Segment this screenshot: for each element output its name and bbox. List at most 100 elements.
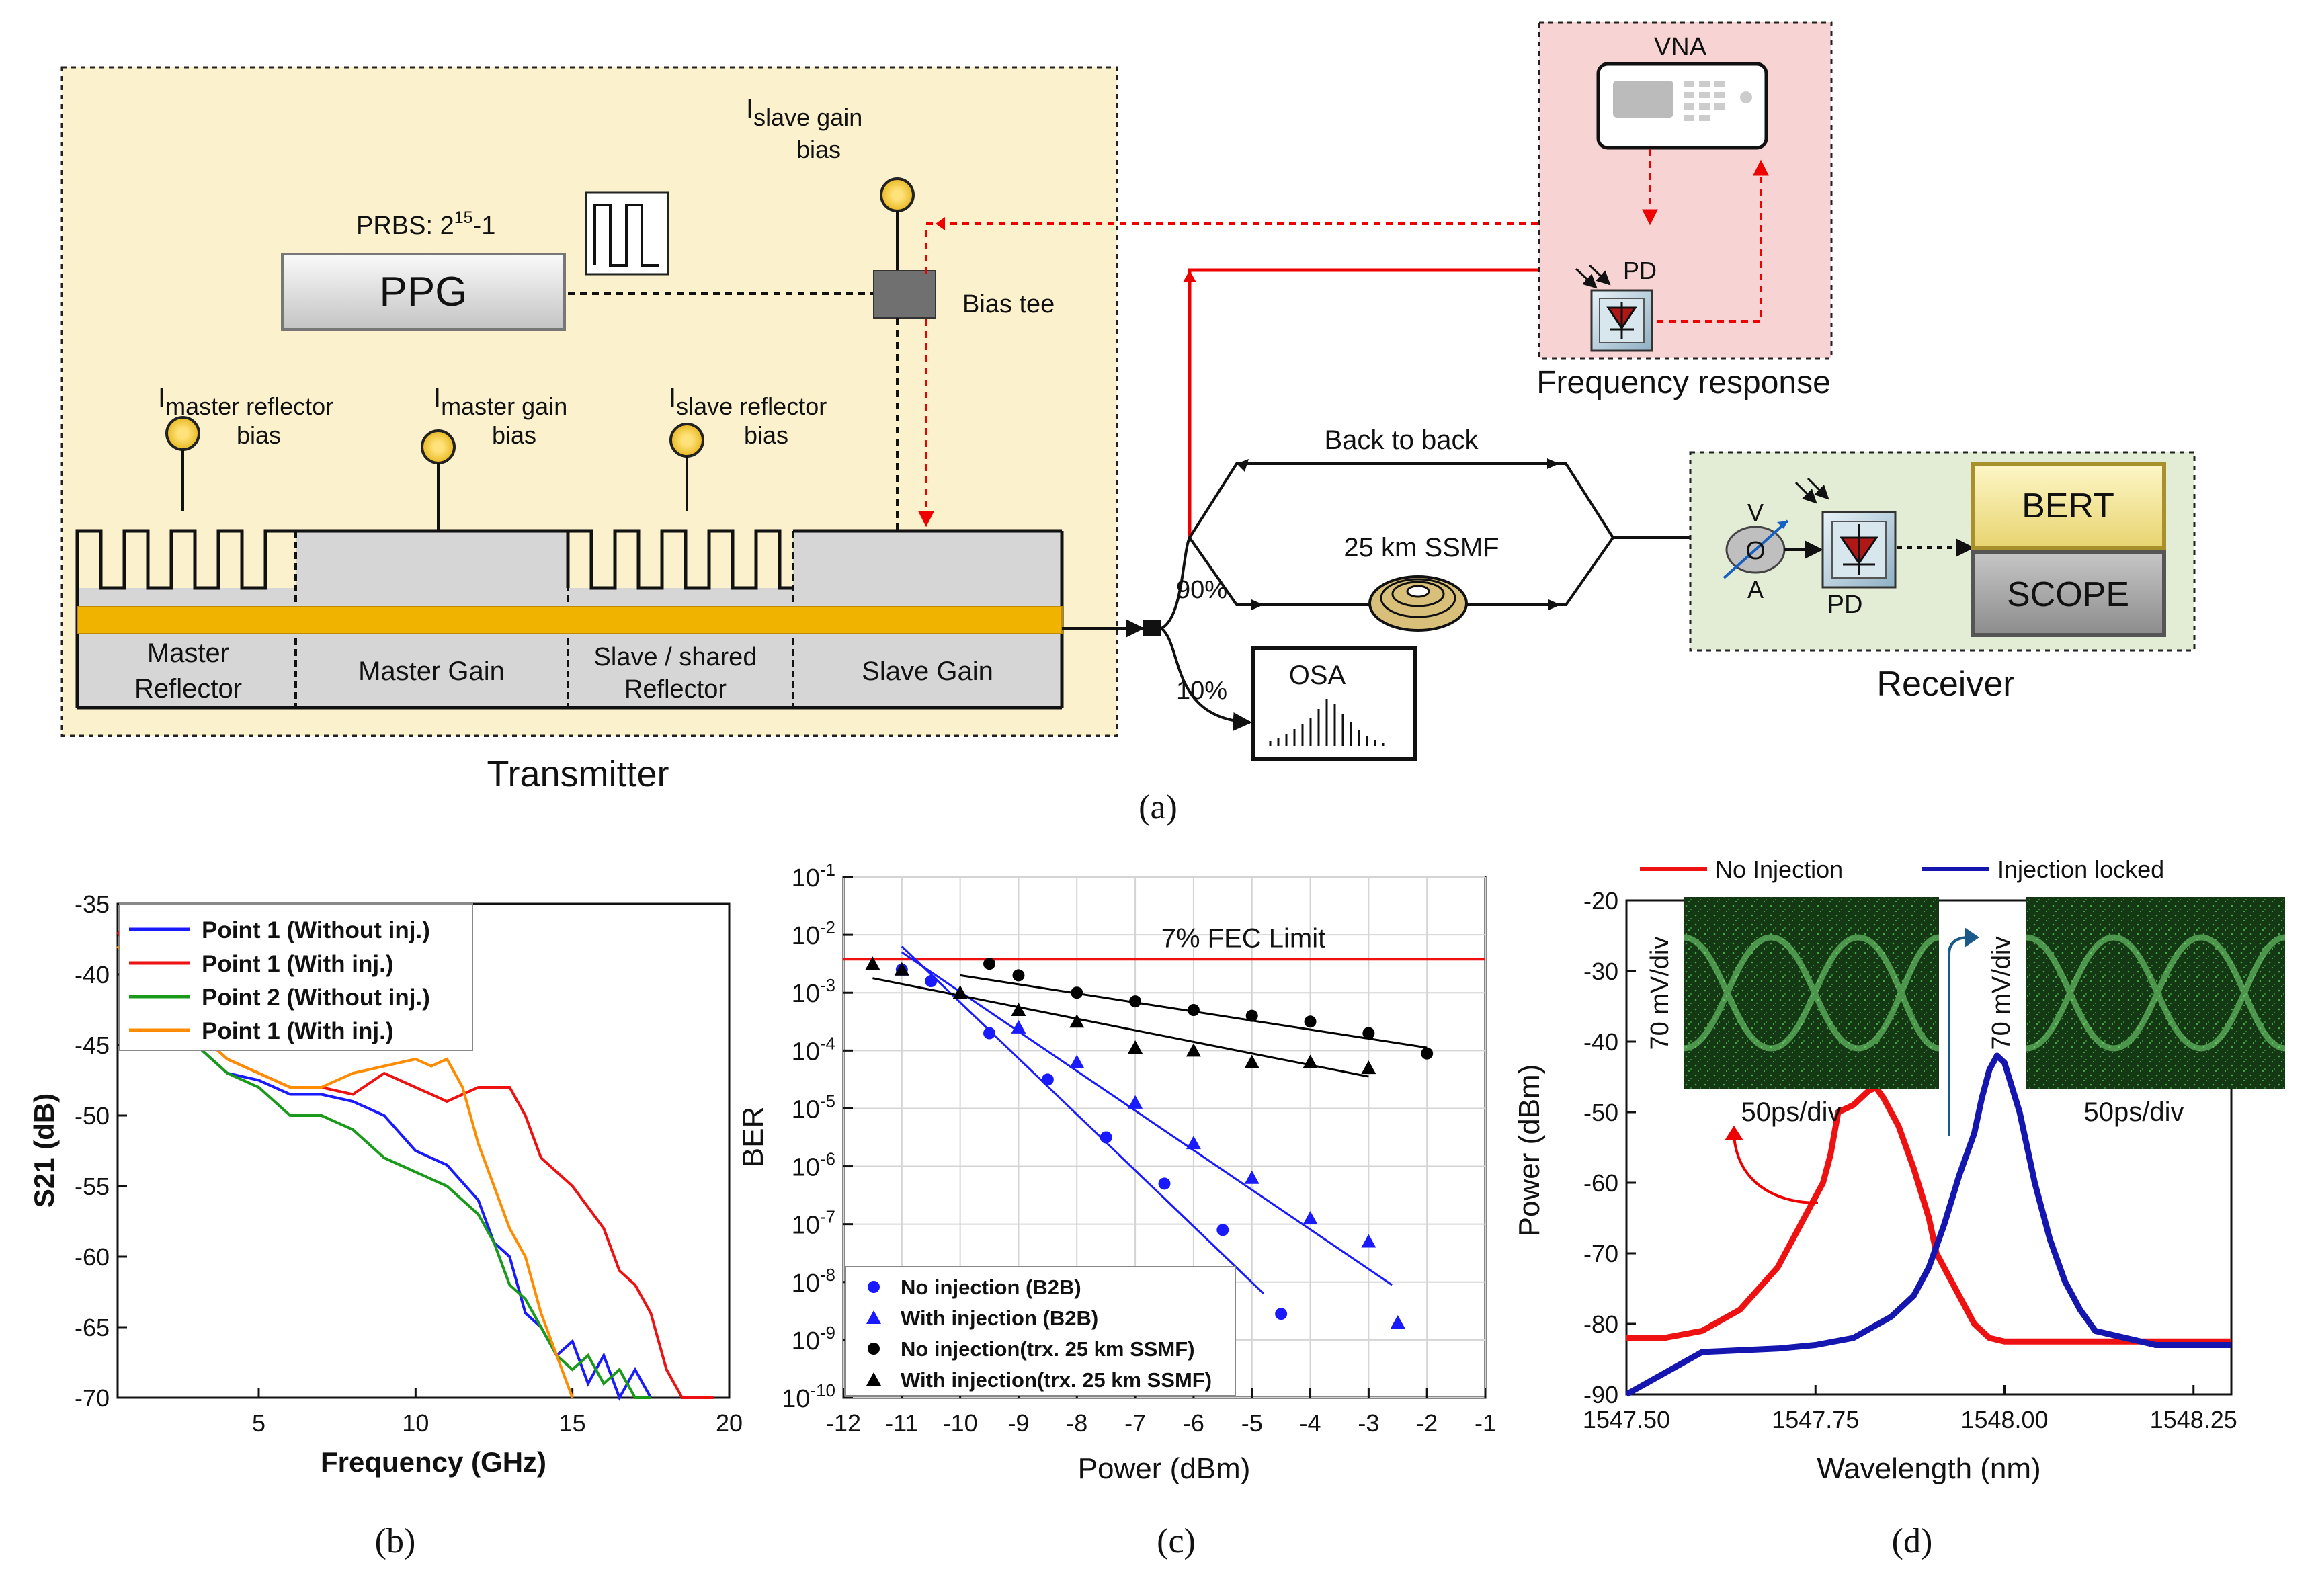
data-point bbox=[1129, 995, 1142, 1008]
data-point bbox=[925, 975, 938, 987]
i-slave-gain-label: Islave gain bbox=[746, 94, 862, 131]
y-tick-label: -50 bbox=[75, 1102, 110, 1130]
section-slave-reflector-l1: Slave / shared bbox=[594, 643, 757, 671]
master-reflector-bias-icon bbox=[165, 416, 200, 451]
x-tick-label: -3 bbox=[1358, 1409, 1379, 1437]
i-master-reflector-bias: bias bbox=[237, 421, 281, 449]
bias-tee-label: Bias tee bbox=[962, 290, 1055, 319]
arrowhead bbox=[1183, 270, 1196, 282]
legend-marker bbox=[866, 1372, 881, 1386]
light-arrow bbox=[1807, 477, 1829, 500]
i-master-gain-bias: bias bbox=[492, 421, 536, 449]
vna-instrument-icon bbox=[1596, 62, 1768, 150]
bert-label: BERT bbox=[2022, 487, 2114, 526]
x-tick-label: -10 bbox=[943, 1409, 978, 1437]
osa-spectrum-icon bbox=[1269, 699, 1385, 746]
legend-marker bbox=[868, 1343, 880, 1355]
legend-label: Point 1 (With inj.) bbox=[202, 951, 393, 977]
data-point bbox=[1216, 1224, 1229, 1236]
caption-c: (c) bbox=[1157, 1522, 1196, 1560]
y-tick-label: -45 bbox=[75, 1032, 110, 1059]
data-point bbox=[1361, 1234, 1376, 1248]
coupler bbox=[1143, 620, 1161, 636]
x-tick-label: -2 bbox=[1416, 1409, 1438, 1437]
light-arrow bbox=[1575, 267, 1598, 289]
arrowhead bbox=[936, 217, 945, 230]
arrowhead bbox=[1237, 459, 1249, 472]
fr-photodiode-icon bbox=[1590, 289, 1653, 352]
y-tick-label: -80 bbox=[1583, 1310, 1618, 1338]
data-point bbox=[1303, 1054, 1318, 1068]
data-point bbox=[1304, 1015, 1317, 1028]
y-tick-label: 10-9 bbox=[792, 1322, 835, 1355]
ssmf-label: 25 km SSMF bbox=[1344, 533, 1499, 562]
i-master-gain-label: Imaster gain bbox=[433, 383, 567, 420]
arrowhead bbox=[1547, 458, 1559, 469]
panel-a: Transmitter PRBS: 215-1 PPG Islave gain … bbox=[60, 21, 2196, 827]
x-tick-label: -6 bbox=[1183, 1409, 1204, 1437]
y-tick-label: -70 bbox=[1583, 1240, 1618, 1267]
y-tick-label: 10-10 bbox=[782, 1380, 835, 1413]
chart-b-ylabel: S21 (dB) bbox=[28, 1093, 60, 1208]
eye2-vdiv: 70 mV/div bbox=[1987, 937, 2016, 1050]
section-master-gain: Master Gain bbox=[358, 657, 505, 686]
chart-c-legend: No injection (B2B)With injection (B2B)No… bbox=[845, 1266, 1236, 1396]
data-point bbox=[1069, 1054, 1085, 1068]
data-point bbox=[894, 962, 909, 976]
x-tick-label: -9 bbox=[1007, 1409, 1029, 1437]
x-tick-label: -7 bbox=[1124, 1409, 1146, 1437]
y-tick-label: 10-4 bbox=[792, 1033, 835, 1066]
rx-pd-label: PD bbox=[1827, 591, 1863, 619]
y-tick-label: 10-2 bbox=[792, 917, 835, 950]
y-tick-label: 10-1 bbox=[792, 859, 835, 892]
b2b-label: Back to back bbox=[1324, 425, 1479, 455]
legend-label: No injection(trx. 25 km SSMF) bbox=[901, 1337, 1195, 1361]
data-point bbox=[1100, 1131, 1112, 1144]
y-tick-label: 10-3 bbox=[792, 975, 835, 1008]
data-point bbox=[983, 1027, 996, 1040]
y-tick-label: -30 bbox=[1583, 958, 1618, 985]
x-tick-label: 1547.75 bbox=[1772, 1406, 1859, 1433]
data-point bbox=[1390, 1315, 1405, 1329]
voa-a: A bbox=[1747, 576, 1764, 603]
chart-d-xlabel: Wavelength (nm) bbox=[1817, 1452, 2040, 1485]
eye2-tdiv: 50ps/div bbox=[2084, 1097, 2184, 1127]
y-tick-label: 10-7 bbox=[792, 1207, 835, 1240]
caption-b: (b) bbox=[375, 1522, 416, 1560]
chart-c-ylabel: BER bbox=[737, 1107, 770, 1167]
y-tick-label: 10-5 bbox=[792, 1091, 835, 1124]
arrowhead bbox=[1725, 1126, 1743, 1140]
section-master-reflector-l1: Master bbox=[147, 638, 229, 668]
i-slave-gain-bias: bias bbox=[796, 136, 841, 163]
i-slave-reflector-label: Islave reflector bbox=[669, 383, 827, 420]
chart-c-xlabel: Power (dBm) bbox=[1078, 1452, 1251, 1485]
legend-label: With injection(trx. 25 km SSMF) bbox=[901, 1368, 1212, 1392]
fit-line-1 bbox=[901, 951, 1393, 1286]
series-line-3 bbox=[116, 945, 574, 1398]
data-point bbox=[1011, 1019, 1026, 1034]
series-line-0 bbox=[116, 945, 653, 1401]
x-tick-label: -1 bbox=[1475, 1409, 1496, 1437]
y-tick-label: 10-8 bbox=[792, 1265, 835, 1298]
x-tick-label: 5 bbox=[252, 1409, 265, 1437]
data-point bbox=[1012, 969, 1025, 982]
data-point bbox=[1244, 1170, 1259, 1184]
laser-chip: Master Reflector Master Gain Slave / sha… bbox=[75, 529, 1064, 710]
arrowhead bbox=[1251, 599, 1264, 610]
legend-label: With injection (B2B) bbox=[901, 1306, 1098, 1330]
legend-label: Point 1 (Without inj.) bbox=[202, 917, 430, 943]
transmitter-title: Transmitter bbox=[487, 754, 669, 794]
y-tick-label: -50 bbox=[1583, 1099, 1618, 1126]
legend-label: No Injection bbox=[1715, 855, 1843, 883]
slave-gain-bias-icon bbox=[880, 177, 915, 212]
x-tick-label: 15 bbox=[559, 1409, 586, 1437]
x-tick-label: 1547.50 bbox=[1583, 1406, 1670, 1433]
data-point bbox=[1011, 1003, 1026, 1017]
i-slave-reflector-bias: bias bbox=[744, 421, 788, 449]
waveguide bbox=[77, 606, 1063, 634]
legend-label: Point 2 (Without inj.) bbox=[202, 984, 430, 1011]
x-tick-label: -12 bbox=[826, 1409, 861, 1437]
y-tick-label: -20 bbox=[1583, 887, 1618, 915]
